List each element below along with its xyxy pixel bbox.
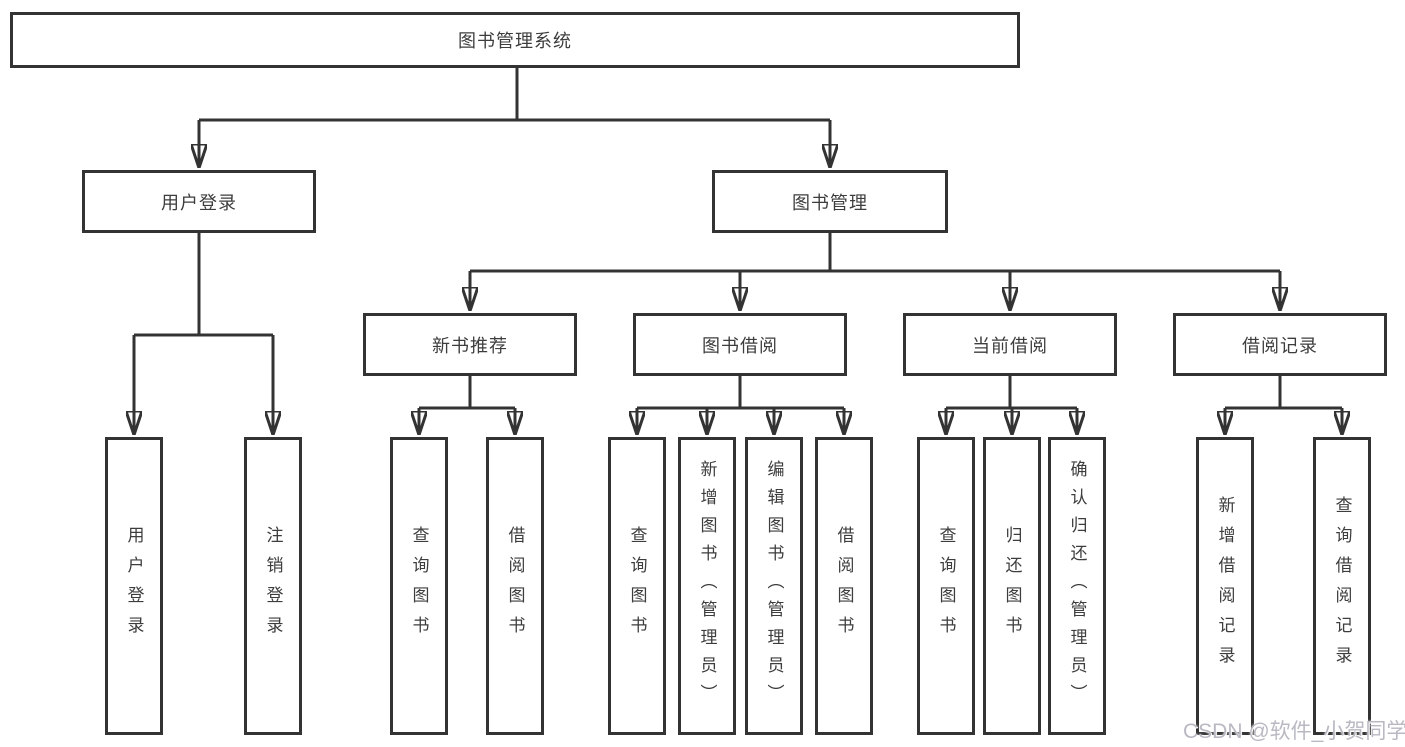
edges-new-books-children [419,376,515,435]
node-root-label: 图书管理系统 [458,31,572,51]
node-book-mgmt: 图书管理 [712,170,948,233]
leaf-records-add-label: 新增借阅记录 [1215,496,1235,676]
leaf-logout-label: 注销登录 [263,526,283,646]
node-current-borrow: 当前借阅 [903,313,1117,376]
edges-book-borrow-children [637,376,844,435]
leaf-records-query-label: 查询借阅记录 [1332,496,1352,676]
leaf-newbooks-query-label: 查询图书 [409,526,429,646]
node-user-login: 用户登录 [82,170,316,233]
node-book-mgmt-label: 图书管理 [792,192,868,213]
leaf-borrow-book-label: 借阅图书 [834,526,854,646]
node-user-login-label: 用户登录 [161,192,237,213]
leaf-current-confirm-admin-label: 确认归还（管理员） [1067,460,1087,712]
leaf-newbooks-query: 查询图书 [390,437,448,735]
leaf-borrow-query: 查询图书 [608,437,666,735]
leaf-logout: 注销登录 [244,437,302,735]
leaf-current-query: 查询图书 [917,437,975,735]
leaf-borrow-add-admin-label: 新增图书（管理员） [697,460,717,712]
leaf-newbooks-borrow-label: 借阅图书 [505,526,525,646]
leaf-current-query-label: 查询图书 [936,526,956,646]
leaf-borrow-edit-admin: 编辑图书（管理员） [745,437,803,735]
edges-root-to-level2 [199,68,830,168]
leaf-current-confirm-admin: 确认归还（管理员） [1048,437,1106,735]
leaf-records-query: 查询借阅记录 [1313,437,1371,735]
leaf-user-login-label: 用户登录 [124,526,144,646]
edges-book-mgmt-to-level3 [470,233,1280,311]
node-new-books-label: 新书推荐 [432,335,508,356]
node-new-books: 新书推荐 [363,313,577,376]
node-current-borrow-label: 当前借阅 [972,335,1048,356]
leaf-borrow-add-admin: 新增图书（管理员） [678,437,736,735]
leaf-user-login: 用户登录 [105,437,163,735]
watermark: CSDN @软件_小贺同学 [1183,720,1405,743]
leaf-records-add: 新增借阅记录 [1196,437,1254,735]
edges-borrow-records-children [1225,376,1342,435]
leaf-borrow-edit-admin-label: 编辑图书（管理员） [764,460,784,712]
leaf-newbooks-borrow: 借阅图书 [486,437,544,735]
node-book-borrow-label: 图书借阅 [702,335,778,356]
node-borrow-records-label: 借阅记录 [1242,335,1318,356]
node-book-borrow: 图书借阅 [633,313,847,376]
leaf-borrow-book: 借阅图书 [815,437,873,735]
node-root-system: 图书管理系统 [10,12,1020,68]
node-borrow-records: 借阅记录 [1173,313,1387,376]
edges-user-login-children [134,232,273,435]
leaf-borrow-query-label: 查询图书 [627,526,647,646]
leaf-current-return: 归还图书 [983,437,1041,735]
leaf-current-return-label: 归还图书 [1002,526,1022,646]
edges-current-borrow-children [946,376,1077,435]
